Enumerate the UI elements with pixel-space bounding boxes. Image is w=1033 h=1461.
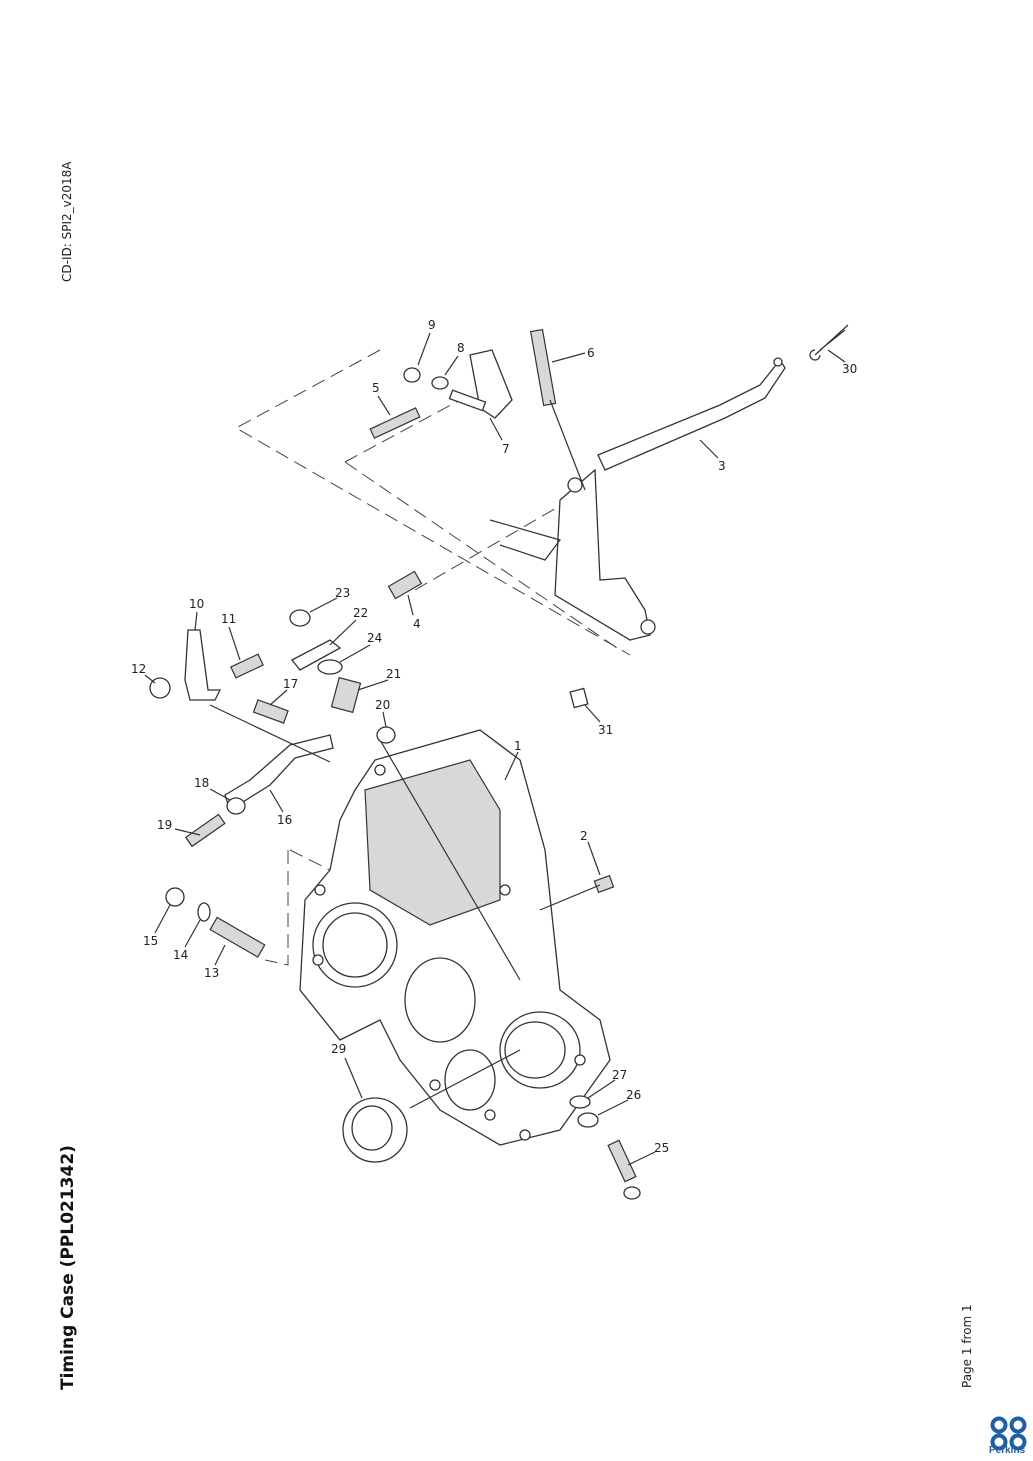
callout-3: 3 <box>718 459 726 473</box>
dashed-assembly-lines <box>234 349 631 966</box>
callout-9: 9 <box>428 318 436 332</box>
brand-name: Perkins <box>989 1445 1026 1456</box>
nut-part-20 <box>376 726 396 744</box>
callout-30: 30 <box>842 362 857 376</box>
callout-16: 16 <box>277 813 292 827</box>
lever-bracket-part-3 <box>489 357 786 641</box>
callout-6: 6 <box>587 346 595 360</box>
bolt-part-11 <box>230 653 264 679</box>
clip-part-30 <box>809 324 849 361</box>
perkins-logo-icon <box>990 1416 1027 1451</box>
callout-22: 22 <box>353 606 368 620</box>
callout-numbers: 1 2 3 4 5 6 7 8 9 10 11 12 13 14 15 16 1… <box>131 318 857 1155</box>
callout-1: 1 <box>514 739 522 753</box>
callout-14: 14 <box>173 948 188 962</box>
bolt-part-25 <box>607 1139 641 1200</box>
callout-10: 10 <box>189 597 204 611</box>
callout-31: 31 <box>598 723 613 737</box>
callout-15: 15 <box>143 934 158 948</box>
nut-part-23 <box>289 609 311 627</box>
circlip-part-9 <box>403 367 421 383</box>
plug-part-31 <box>569 687 589 709</box>
lever-part-16 <box>209 704 334 811</box>
callout-12: 12 <box>131 662 146 676</box>
callout-21: 21 <box>386 667 401 681</box>
lever-part-7 <box>448 349 513 419</box>
callout-5: 5 <box>372 381 380 395</box>
callout-20: 20 <box>375 698 390 712</box>
spring-part-6 <box>529 328 586 491</box>
nut-part-18 <box>226 797 246 815</box>
washer-part-8 <box>431 376 449 390</box>
callout-leaders <box>144 332 846 1166</box>
spring-part-5 <box>369 407 421 439</box>
washer-part-24 <box>317 659 343 675</box>
washer-part-27 <box>569 1095 591 1109</box>
screw-part-4 <box>387 570 423 600</box>
callout-11: 11 <box>221 612 236 626</box>
callout-26: 26 <box>626 1088 641 1102</box>
callout-19: 19 <box>157 818 172 832</box>
washer-part-26 <box>577 1112 599 1128</box>
bracket-part-10 <box>184 629 222 701</box>
callout-24: 24 <box>367 631 382 645</box>
washer-part-14 <box>197 902 211 922</box>
pin-part-13 <box>209 916 266 958</box>
bolt-part-17 <box>252 699 289 724</box>
bolt-part-19 <box>184 813 226 848</box>
plate-part-22 <box>291 639 342 671</box>
callout-18: 18 <box>194 776 209 790</box>
callout-8: 8 <box>457 341 465 355</box>
callout-7: 7 <box>502 442 510 456</box>
callout-23: 23 <box>335 586 350 600</box>
callout-25: 25 <box>654 1141 669 1155</box>
timing-case-part-1 <box>299 729 611 1146</box>
callout-2: 2 <box>580 829 588 843</box>
callout-4: 4 <box>413 617 421 631</box>
circlip-part-15 <box>165 887 185 907</box>
callout-13: 13 <box>204 966 219 980</box>
callout-29: 29 <box>331 1042 346 1056</box>
callout-17: 17 <box>283 677 298 691</box>
callout-27: 27 <box>612 1068 627 1082</box>
dowel-part-2 <box>539 874 615 911</box>
oil-seal-part-29 <box>342 1049 521 1163</box>
spring-part-21 <box>330 676 362 714</box>
